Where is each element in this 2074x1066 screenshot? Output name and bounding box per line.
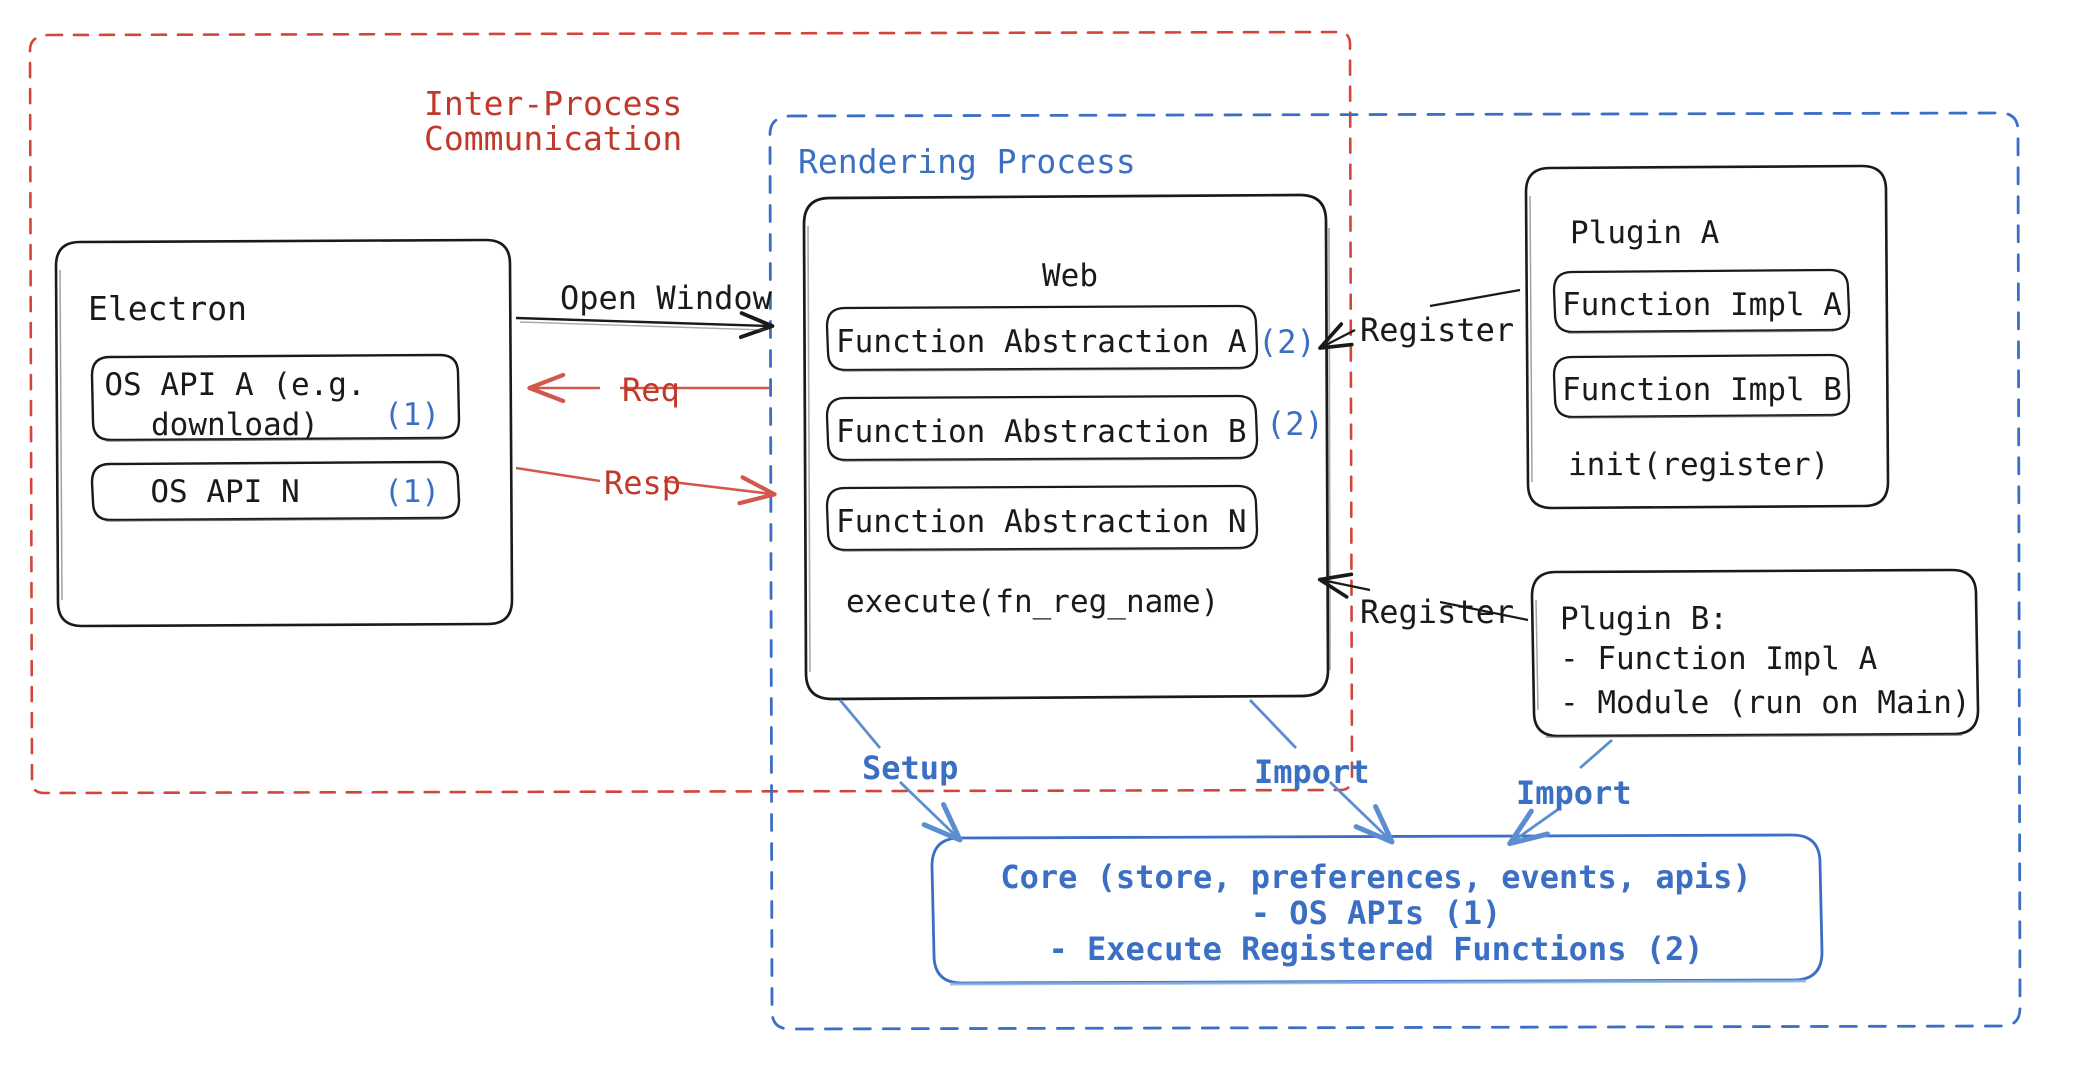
rendering-region-label: Rendering Process: [798, 142, 1136, 181]
plugin-a-footer: init(register): [1568, 447, 1830, 483]
web-title: Web: [1042, 258, 1098, 294]
fn-abstraction-b-label: Function Abstraction B: [836, 414, 1247, 450]
plugin-a-title: Plugin A: [1570, 215, 1720, 251]
edge-label-register-a: Register: [1360, 311, 1515, 349]
fn-abstraction-n-label: Function Abstraction N: [836, 504, 1247, 540]
edge-open-window: [515, 311, 775, 340]
edge-label-register-b: Register: [1360, 593, 1515, 631]
plugin-a-item-1: Function Impl B: [1562, 372, 1842, 408]
edge-label-setup: Setup: [862, 749, 959, 787]
os-api-n-label: OS API N: [150, 474, 300, 510]
plugin-a-item-0: Function Impl A: [1562, 287, 1842, 323]
core-line-1: Core (store, preferences, events, apis): [1000, 858, 1752, 896]
edge-label-import-web: Import: [1254, 753, 1370, 791]
core-line-3: - Execute Registered Functions (2): [1048, 930, 1704, 968]
web-execute-label: execute(fn_reg_name): [846, 584, 1220, 620]
core-line-2: - OS APIs (1): [1250, 894, 1502, 932]
fn-abstraction-a-label: Function Abstraction A: [836, 324, 1247, 360]
edge-label-import-plugin: Import: [1516, 774, 1632, 812]
fn-abstraction-a-marker: (2): [1258, 323, 1316, 361]
electron-title: Electron: [88, 289, 247, 328]
edge-label-req: Req: [622, 371, 680, 409]
plugin-b-item-1: - Module (run on Main): [1560, 685, 1971, 721]
plugin-b-item-0: - Function Impl A: [1560, 641, 1878, 677]
os-api-a-marker: (1): [384, 397, 440, 433]
ipc-region-label-line1: Inter-Process: [424, 84, 683, 123]
edge-label-open-window: Open Window: [560, 279, 772, 317]
ipc-region-label-line2: Communication: [424, 119, 683, 158]
os-api-a-label: OS API A (e.g. download): [104, 367, 366, 443]
plugin-b-title: Plugin B:: [1560, 601, 1728, 637]
fn-abstraction-b-marker: (2): [1266, 405, 1324, 443]
edge-label-resp: Resp: [604, 464, 682, 502]
os-api-n-marker: (1): [384, 474, 440, 510]
